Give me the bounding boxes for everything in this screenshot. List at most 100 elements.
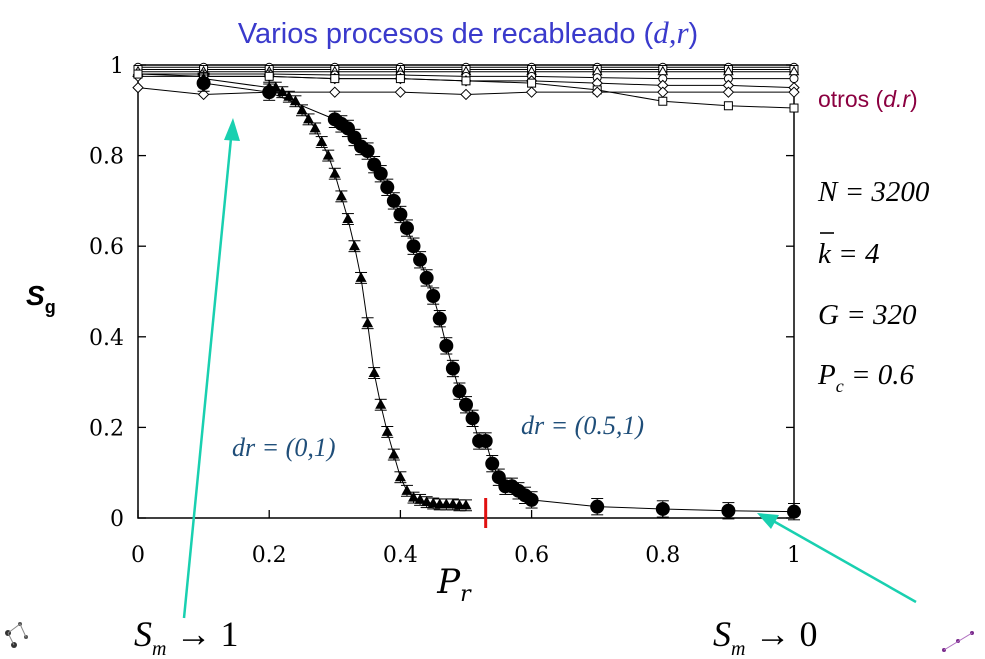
data-point xyxy=(132,81,144,94)
chart-title: Varios procesos de recableado (d,r) xyxy=(238,15,698,50)
x-axis-label: Pr xyxy=(436,562,472,607)
data-point xyxy=(133,69,143,79)
x-tick-label: 0.8 xyxy=(645,543,680,568)
data-point xyxy=(381,425,393,436)
y-tick-label: 0 xyxy=(110,507,124,532)
data-point xyxy=(386,193,401,208)
data-point xyxy=(789,103,799,113)
data-point xyxy=(445,361,460,376)
data-point xyxy=(316,136,328,147)
data-point xyxy=(525,86,538,98)
x-tick-label: 0.2 xyxy=(252,543,287,568)
y-tick-label: 0.4 xyxy=(89,326,124,351)
data-point xyxy=(388,448,400,459)
y-tick-label: 0.2 xyxy=(89,416,124,441)
y-axis-label: Sg xyxy=(26,280,56,317)
data-point xyxy=(329,86,341,98)
data-point xyxy=(421,496,433,507)
data-point xyxy=(355,271,367,282)
data-point xyxy=(723,101,733,111)
y-tick-label: 1 xyxy=(110,54,124,79)
series xyxy=(132,81,800,101)
x-tick-label: 1 xyxy=(787,543,801,568)
data-point xyxy=(461,76,471,86)
data-point xyxy=(196,76,211,91)
data-point xyxy=(459,397,473,412)
series xyxy=(197,72,472,512)
data-point xyxy=(362,317,374,328)
data-point xyxy=(590,499,605,514)
x-axis-ticks: 0 0.2 0.4 0.6 0.8 1 xyxy=(131,65,801,568)
data-point xyxy=(408,491,420,502)
x-tick-label: 0.4 xyxy=(383,543,418,568)
others-label: otros (d.r) xyxy=(818,86,918,112)
data-point xyxy=(401,484,413,495)
data-point xyxy=(360,144,375,159)
data-point xyxy=(262,85,277,100)
data-point xyxy=(375,398,387,409)
data-point xyxy=(787,504,801,519)
param-n: N = 3200 xyxy=(817,176,930,208)
network-icon-left xyxy=(5,622,28,648)
arrow-sm1 xyxy=(182,118,240,619)
data-point xyxy=(399,221,414,236)
arrow-sm0 xyxy=(757,513,917,604)
data-point xyxy=(197,88,210,101)
data-point xyxy=(348,240,360,251)
data-point xyxy=(373,166,388,181)
data-point xyxy=(465,411,480,426)
y-tick-label: 0.8 xyxy=(89,145,124,170)
y-axis-ticks: 0 0.2 0.4 0.6 0.8 1 xyxy=(89,54,794,532)
data-point xyxy=(309,122,321,133)
data-point xyxy=(789,74,799,84)
data-point xyxy=(393,207,408,222)
data-point xyxy=(478,433,493,448)
label-dr01: dr = (0,1) xyxy=(232,433,335,462)
data-point xyxy=(330,74,340,84)
data-point xyxy=(276,86,288,97)
data-point xyxy=(427,497,439,508)
y-tick-label: 0.6 xyxy=(89,235,124,260)
data-point xyxy=(394,86,407,98)
data-point xyxy=(394,471,406,482)
data-point xyxy=(264,71,274,81)
data-point xyxy=(655,501,670,516)
data-point xyxy=(658,96,668,106)
param-k: k = 4 xyxy=(818,238,879,270)
data-point xyxy=(447,498,459,509)
data-point xyxy=(406,239,421,254)
data-point xyxy=(283,90,295,101)
network-icon-right xyxy=(942,631,974,652)
data-point xyxy=(721,503,736,518)
data-point xyxy=(419,270,434,285)
label-sm0: Sm → 0 xyxy=(713,614,817,659)
data-point xyxy=(368,367,380,378)
x-tick-label: 0 xyxy=(131,543,145,568)
param-g: G = 320 xyxy=(818,299,917,331)
data-point xyxy=(788,86,800,98)
param-pc: Pc = 0.6 xyxy=(817,359,915,396)
series-layer xyxy=(132,62,801,521)
data-point xyxy=(395,74,405,84)
data-point xyxy=(460,499,472,510)
data-point xyxy=(335,190,347,201)
data-point xyxy=(296,104,308,115)
data-point xyxy=(657,86,669,98)
data-point xyxy=(329,167,341,178)
data-point xyxy=(722,86,735,98)
data-point xyxy=(342,213,354,224)
data-point xyxy=(527,78,537,88)
label-dr051: dr = (0.5,1) xyxy=(521,411,644,440)
data-point xyxy=(303,113,315,124)
data-point xyxy=(322,149,334,160)
data-point xyxy=(426,289,441,304)
x-tick-label: 0.6 xyxy=(514,543,549,568)
data-point xyxy=(452,384,467,399)
data-point xyxy=(485,456,500,471)
data-point xyxy=(439,338,454,353)
data-point xyxy=(460,88,472,101)
data-point xyxy=(524,492,539,507)
data-point xyxy=(413,252,428,267)
data-point xyxy=(432,311,447,326)
